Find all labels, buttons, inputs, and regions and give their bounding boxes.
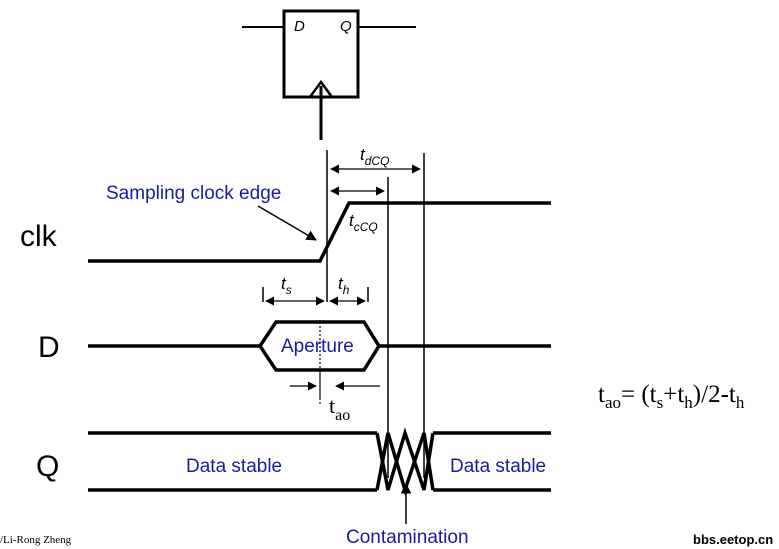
tccq-label: tcCQ bbox=[349, 211, 378, 234]
data-stable-right-label: Data stable bbox=[450, 456, 546, 477]
footer-watermark: bbs.eetop.cn bbox=[693, 532, 773, 547]
aperture-label: Aperture bbox=[281, 336, 354, 357]
tdcq-label: tdCQ bbox=[360, 145, 389, 168]
ts-label: ts bbox=[281, 274, 292, 297]
q-waveform bbox=[88, 427, 551, 496]
flip-flop-q-label: Q bbox=[340, 18, 352, 35]
sampling-edge-pointer bbox=[257, 205, 317, 241]
sampling-edge-label: Sampling clock edge bbox=[106, 183, 281, 204]
tao-formula: tao= (ts+th)/2-th bbox=[598, 381, 745, 412]
d-signal-label: D bbox=[38, 331, 60, 364]
th-label: th bbox=[338, 274, 350, 297]
contamination-label: Contamination bbox=[346, 527, 469, 548]
data-stable-left-label: Data stable bbox=[186, 456, 282, 477]
clk-signal-label: clk bbox=[20, 220, 58, 253]
q-transition-top bbox=[375, 427, 435, 491]
clock-triangle bbox=[308, 79, 334, 98]
flip-flop-d-label: D bbox=[294, 18, 305, 35]
q-signal-label: Q bbox=[36, 450, 59, 483]
tao-label: tao bbox=[329, 393, 350, 424]
flip-flop-symbol: D Q bbox=[242, 9, 416, 140]
clk-waveform bbox=[88, 201, 551, 263]
footer-author: /Li-Rong Zheng bbox=[0, 534, 72, 546]
